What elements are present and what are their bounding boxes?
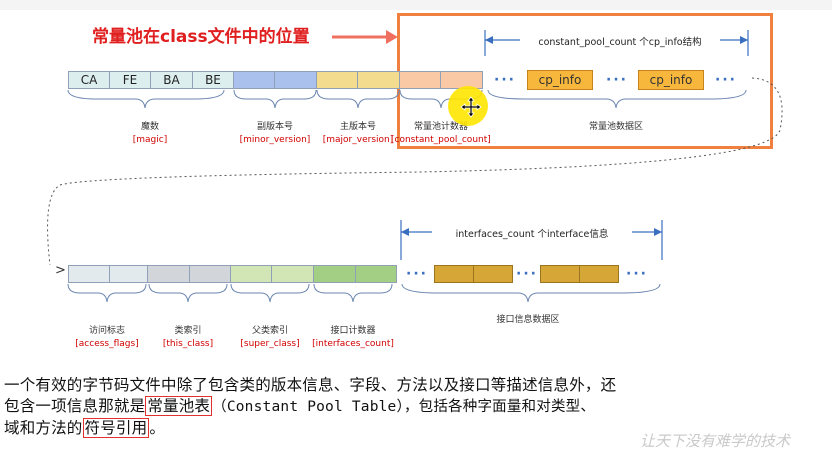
interfaces-count-cell bbox=[313, 265, 356, 283]
description-paragraph: 一个有效的字节码文件中除了包含类的版本信息、字段、方法以及接口等描述信息外，还 … bbox=[4, 375, 830, 439]
cp-area-label: 常量池数据区 bbox=[588, 122, 643, 132]
cp-info-item: cp_info bbox=[638, 70, 704, 90]
watermark: 让天下没有难学的技术 bbox=[640, 432, 791, 450]
interfaces-count-sub: [interfaces_count] bbox=[312, 339, 394, 349]
row-connector bbox=[47, 77, 783, 266]
this-class-sub: [this_class] bbox=[162, 339, 214, 349]
magic-cell: FE bbox=[109, 71, 151, 89]
interfaces-count-label: 接口计数器 bbox=[330, 326, 376, 336]
minor-version-label: 副版本号 bbox=[256, 122, 293, 132]
constant-pool-table-highlight: 常量池表 bbox=[145, 396, 213, 416]
interface-item bbox=[434, 265, 474, 283]
ellipsis: ··· bbox=[715, 72, 737, 88]
top-strip bbox=[0, 0, 832, 10]
paragraph-text: 域和方法的 bbox=[4, 419, 83, 437]
ellipsis: ··· bbox=[494, 72, 516, 88]
title-annotation: 常量池在class文件中的位置 bbox=[92, 27, 310, 47]
magic-label: 魔数 bbox=[140, 122, 159, 132]
symbol-reference-highlight: 符号引用 bbox=[82, 418, 150, 438]
this-class-label: 类索引 bbox=[174, 326, 202, 336]
ellipsis: ··· bbox=[516, 266, 538, 282]
major-version-label: 主版本号 bbox=[339, 122, 376, 132]
interfaces-area-brace bbox=[401, 283, 661, 303]
row-start-marker: > bbox=[55, 263, 66, 278]
cp-count-dimension-label: constant_pool_count 个cp_info结构 bbox=[520, 34, 720, 48]
paragraph-line-3: 域和方法的符号引用。 bbox=[4, 418, 830, 439]
cp-area-brace bbox=[487, 89, 747, 109]
this-class-cell bbox=[147, 265, 190, 283]
magic-sub: [magic] bbox=[132, 135, 168, 145]
interface-item bbox=[473, 265, 513, 283]
access-flags-sub: [access_flags] bbox=[75, 339, 139, 349]
magic-cell: CA bbox=[68, 71, 110, 89]
paragraph-line-2: 包含一项信息那就是常量池表（Constant Pool Table），包括各种字… bbox=[4, 396, 830, 418]
super-class-cell bbox=[271, 265, 314, 283]
interfaces-area-label: 接口信息数据区 bbox=[496, 315, 560, 325]
interface-item bbox=[579, 265, 619, 283]
super-class-sub: [super_class] bbox=[240, 339, 300, 349]
ellipsis: ··· bbox=[606, 72, 628, 88]
move-cursor-icon bbox=[460, 96, 482, 118]
bottom-braces bbox=[67, 283, 393, 303]
magic-cell: BA bbox=[150, 71, 193, 89]
interface-item bbox=[540, 265, 580, 283]
cp-count-label: 常量池计数器 bbox=[413, 122, 468, 132]
cp-count-sub: [constant_pool_count] bbox=[391, 135, 491, 145]
super-class-cell bbox=[230, 265, 272, 283]
paragraph-text: 。 bbox=[149, 419, 166, 437]
super-class-label: 父类索引 bbox=[251, 326, 288, 336]
interfaces-dimension-label: interfaces_count 个interface信息 bbox=[432, 226, 632, 240]
paragraph-text: 包含一项信息那就是 bbox=[4, 397, 146, 415]
major-version-sub: [major_version] bbox=[322, 135, 394, 145]
this-class-cell bbox=[189, 265, 231, 283]
title-arrow bbox=[332, 30, 398, 44]
paragraph-text: （Constant Pool Table），包括各种字面量和对类型、 bbox=[212, 399, 596, 415]
ellipsis: ··· bbox=[406, 266, 428, 282]
paragraph-line-1: 一个有效的字节码文件中除了包含类的版本信息、字段、方法以及接口等描述信息外，还 bbox=[4, 376, 617, 394]
ellipsis: ··· bbox=[626, 266, 648, 282]
cp-info-item: cp_info bbox=[527, 70, 593, 90]
access-flags-cell bbox=[109, 265, 148, 283]
access-flags-label: 访问标志 bbox=[88, 326, 125, 336]
interfaces-count-cell bbox=[355, 265, 397, 283]
minor-version-sub: [minor_version] bbox=[239, 135, 311, 145]
access-flags-cell bbox=[68, 265, 110, 283]
